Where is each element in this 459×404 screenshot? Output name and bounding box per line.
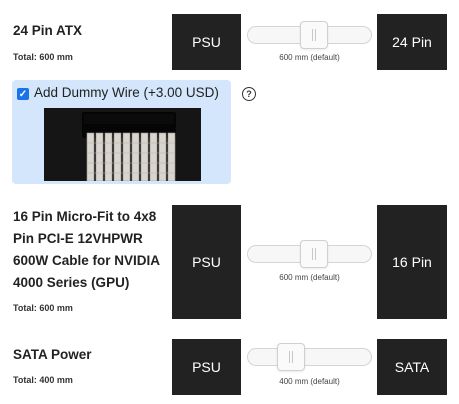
length-slider-handle[interactable] xyxy=(300,240,328,268)
cable-title-line: Pin PCI-E 12VHPWR xyxy=(13,231,143,246)
psu-connector-box: PSU xyxy=(172,339,241,395)
psu-connector-box: PSU xyxy=(172,205,241,319)
length-label: 600 mm (default) xyxy=(279,53,340,62)
help-icon[interactable]: ? xyxy=(242,87,256,101)
psu-connector-box: PSU xyxy=(172,14,241,70)
device-connector-label: 24 Pin xyxy=(392,34,432,50)
cable-total-sata: Total: 400 mm xyxy=(13,375,73,385)
cable-title-16pin: 16 Pin Micro-Fit to 4x8 Pin PCI-E 12VHPW… xyxy=(13,206,160,294)
cable-total-16pin: Total: 600 mm xyxy=(13,303,73,313)
cable-title-24pin: 24 Pin ATX xyxy=(13,23,83,38)
dummy-wire-image xyxy=(44,108,201,181)
device-connector-box: 16 Pin xyxy=(377,205,447,319)
cable-title-sata: SATA Power xyxy=(13,347,92,362)
sleeved-cable-illustration xyxy=(44,108,201,181)
cable-total-24pin: Total: 600 mm xyxy=(13,52,73,62)
cable-title-line: 600W Cable for NVIDIA xyxy=(13,253,161,268)
cable-title-line: 16 Pin Micro-Fit to 4x8 xyxy=(13,209,157,224)
length-slider-handle[interactable] xyxy=(300,21,328,49)
device-connector-label: SATA xyxy=(394,359,430,375)
cable-title-line: 4000 Series (GPU) xyxy=(13,275,130,290)
dummy-wire-label[interactable]: Add Dummy Wire (+3.00 USD) xyxy=(34,85,219,100)
length-slider-track[interactable] xyxy=(247,348,372,366)
device-connector-box: 24 Pin xyxy=(377,14,447,70)
length-label: 600 mm (default) xyxy=(279,273,340,282)
dummy-wire-checkbox[interactable]: ✓ xyxy=(17,88,29,100)
psu-label: PSU xyxy=(192,359,221,375)
length-slider-handle[interactable] xyxy=(277,343,305,371)
device-connector-box: SATA xyxy=(377,339,447,395)
length-label: 400 mm (default) xyxy=(279,377,340,386)
dummy-wire-option: ✓ Add Dummy Wire (+3.00 USD) xyxy=(12,80,231,184)
psu-label: PSU xyxy=(192,254,221,270)
device-connector-label: 16 Pin xyxy=(392,254,432,270)
psu-label: PSU xyxy=(192,34,221,50)
